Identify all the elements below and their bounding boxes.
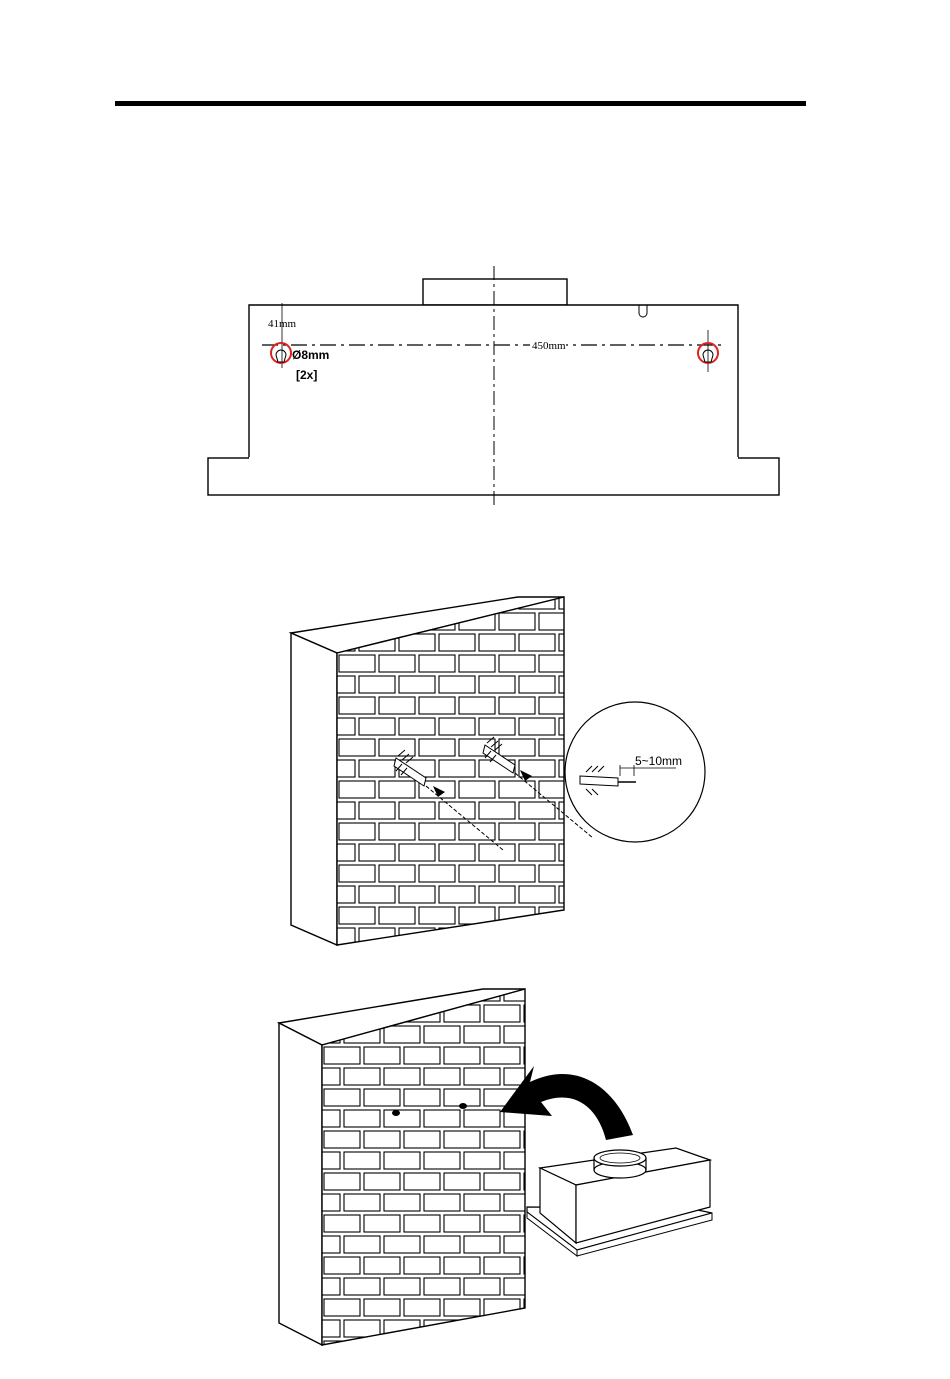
drilled-hole-right — [459, 1103, 467, 1109]
range-hood-unit — [527, 1148, 712, 1256]
brick-wall-2 — [279, 989, 525, 1345]
duct-collar — [594, 1150, 646, 1178]
drilled-hole-left — [392, 1110, 400, 1116]
